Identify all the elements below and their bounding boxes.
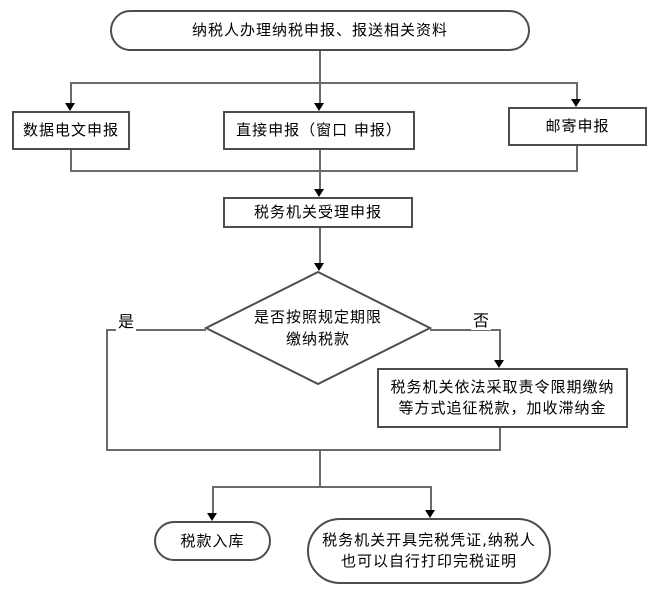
connector-no-down <box>499 329 501 360</box>
node-direct-filing: 直接申报（窗口 申报） <box>223 111 415 150</box>
connector-fanout-right <box>576 84 578 99</box>
edge-label-yes: 是 <box>116 312 137 331</box>
pursue-label-line1: 税务机关依法采取责令限期缴纳 <box>390 378 615 396</box>
connector-bottom-split-horizontal <box>212 486 432 488</box>
node-start-label: 纳税人办理纳税申报、报送相关资料 <box>191 21 448 39</box>
edge-label-no: 否 <box>471 311 492 330</box>
connector-yes-horizontal <box>106 329 206 331</box>
node-electronic-filing-label: 数据电文申报 <box>22 121 119 139</box>
node-accept-label: 税务机关受理申报 <box>253 203 382 221</box>
node-treasury-label: 税款入库 <box>180 531 245 550</box>
node-decision <box>203 270 433 386</box>
connector-decision-down <box>319 228 321 263</box>
connector-merge-left <box>70 150 72 172</box>
connector-merge-horizontal <box>70 170 578 172</box>
connector-fanout-middle <box>319 84 321 103</box>
connector-yes-down <box>106 329 108 450</box>
node-certificate-terminator: 税务机关开具完税凭证,纳税人 也可以自行打印完税证明 <box>307 518 551 584</box>
arrowhead-electronic-filing <box>65 103 75 111</box>
node-pursue: 税务机关依法采取责令限期缴纳 等方式追征税款，加收滞纳金 <box>377 368 628 428</box>
node-electronic-filing: 数据电文申报 <box>12 111 130 150</box>
decision-label-line2: 缴纳税款 <box>285 330 350 348</box>
arrowhead-direct-filing <box>314 103 324 111</box>
decision-label-line1: 是否按照规定期限 <box>253 308 382 326</box>
node-mail-filing: 邮寄申报 <box>508 107 647 146</box>
certificate-label-line1: 税务机关开具完税凭证,纳税人 <box>322 531 536 549</box>
arrowhead-mail-filing <box>571 99 581 107</box>
decision-diamond-shape <box>203 270 433 386</box>
arrowhead-decision <box>314 263 324 271</box>
connector-fanout-horizontal <box>70 82 578 84</box>
connector-fanout-left <box>70 84 72 103</box>
node-decision-label: 是否按照规定期限 缴纳税款 <box>204 271 432 385</box>
arrowhead-pursue <box>494 360 504 368</box>
connector-accept-down <box>319 172 321 189</box>
connector-merge-right <box>576 146 578 172</box>
node-treasury-terminator: 税款入库 <box>154 521 271 561</box>
node-accept: 税务机关受理申报 <box>223 197 413 228</box>
connector-no-horizontal <box>430 329 501 331</box>
arrowhead-accept <box>314 189 324 197</box>
connector-bottom-merge-horizontal <box>106 449 501 451</box>
connector-pursue-down <box>499 428 501 451</box>
pursue-label-line2: 等方式追征税款，加收滞纳金 <box>398 399 607 417</box>
node-direct-filing-label: 直接申报（窗口 申报） <box>236 121 402 139</box>
connector-certificate-down <box>430 488 432 510</box>
arrowhead-treasury <box>207 513 217 521</box>
certificate-label-line2: 也可以自行打印完税证明 <box>340 552 517 570</box>
connector-merge-middle <box>319 150 321 172</box>
arrowhead-certificate <box>425 510 435 518</box>
node-start-terminator: 纳税人办理纳税申报、报送相关资料 <box>110 10 530 51</box>
connector-treasury-down <box>212 488 214 513</box>
node-mail-filing-label: 邮寄申报 <box>545 117 610 135</box>
connector-start-down <box>319 51 321 84</box>
connector-bottom-middle-down <box>319 451 321 488</box>
